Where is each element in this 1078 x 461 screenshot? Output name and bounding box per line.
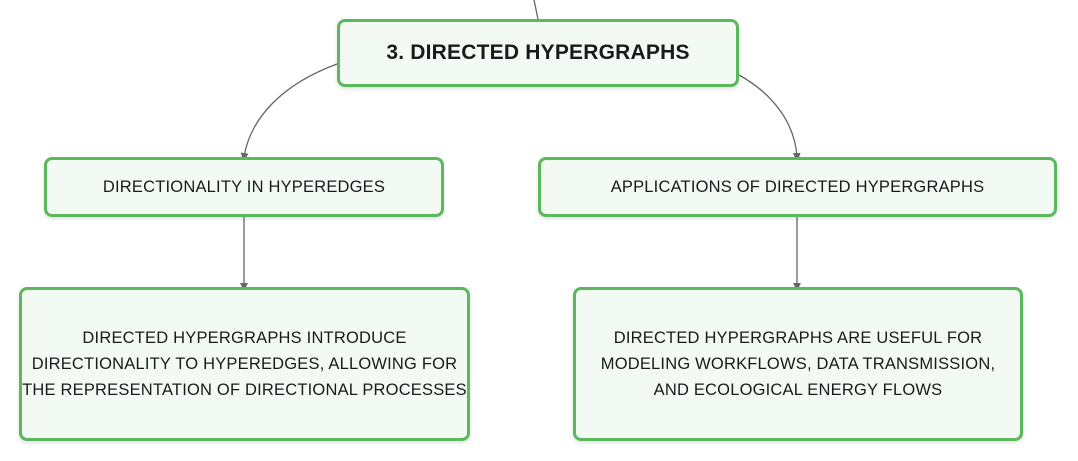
branch-node-directionality[interactable]: DIRECTIONALITY IN HYPEREDGES	[44, 157, 444, 217]
branch-node-label: APPLICATIONS OF DIRECTED HYPERGRAPHS	[610, 177, 985, 196]
root-node[interactable]: 3. DIRECTED HYPERGRAPHS	[337, 19, 739, 87]
root-node-label: 3. DIRECTED HYPERGRAPHS	[386, 41, 690, 64]
root-to-left-connector	[240, 63, 338, 161]
branch-node-applications[interactable]: APPLICATIONS OF DIRECTED HYPERGRAPHS	[538, 157, 1057, 217]
detail-node-text: DIRECTED HYPERGRAPHS ARE USEFUL FOR MODE…	[600, 329, 996, 399]
branch-node-label: DIRECTIONALITY IN HYPEREDGES	[102, 177, 386, 196]
root-to-right-connector	[738, 74, 801, 161]
detail-node-text: DIRECTED HYPERGRAPHS INTRODUCE DIRECTION…	[22, 329, 467, 399]
detail-node-directionality[interactable]: DIRECTED HYPERGRAPHS INTRODUCE DIRECTION…	[19, 287, 470, 441]
incoming-connector	[533, 0, 539, 20]
detail-node-applications[interactable]: DIRECTED HYPERGRAPHS ARE USEFUL FOR MODE…	[573, 287, 1023, 441]
